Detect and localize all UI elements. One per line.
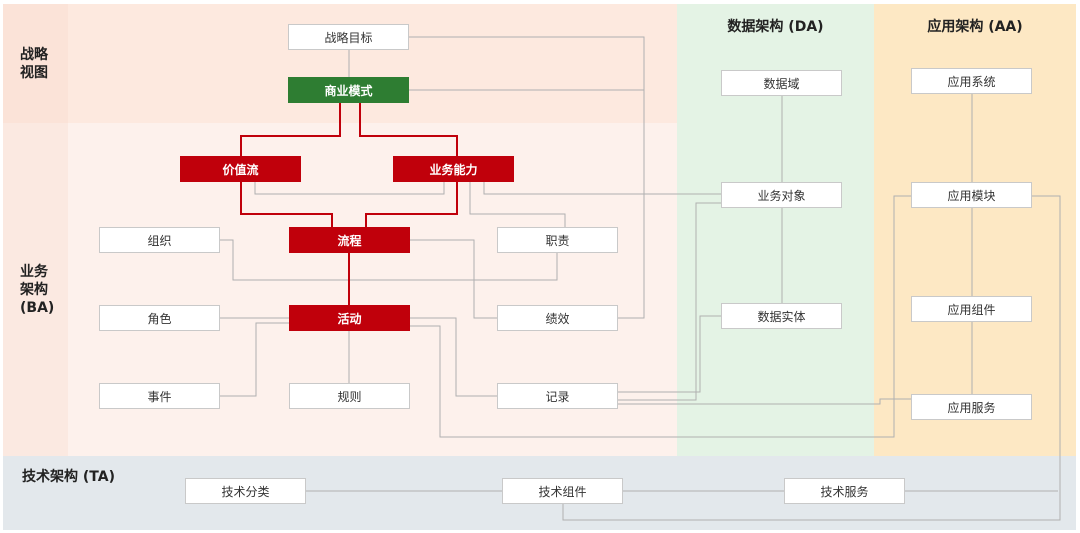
node-process: 流程 — [289, 227, 410, 253]
node-data-entity: 数据实体 — [721, 303, 842, 329]
node-business-model: 商业模式 — [288, 77, 409, 103]
node-technology-category: 技术分类 — [185, 478, 306, 504]
node-performance: 绩效 — [497, 305, 618, 331]
node-strategic-goal: 战略目标 — [288, 24, 409, 50]
node-role: 角色 — [99, 305, 220, 331]
business-label-column — [3, 123, 68, 456]
node-activity: 活动 — [289, 305, 410, 331]
node-technology-service: 技术服务 — [784, 478, 905, 504]
technology-architecture-label: 技术架构 (TA) — [22, 469, 115, 485]
node-business-capability: 业务能力 — [393, 156, 514, 182]
node-business-object: 业务对象 — [721, 182, 842, 208]
node-technology-component: 技术组件 — [502, 478, 623, 504]
node-application-service: 应用服务 — [911, 394, 1032, 420]
application-architecture-label: 应用架构 (AA) — [927, 19, 1023, 35]
node-application-module: 应用模块 — [911, 182, 1032, 208]
business-architecture-label: 业务 架构 (BA) — [20, 264, 55, 316]
node-organization: 组织 — [99, 227, 220, 253]
node-application-component: 应用组件 — [911, 296, 1032, 322]
node-record: 记录 — [497, 383, 618, 409]
strategy-label-column — [3, 4, 68, 123]
node-rule: 规则 — [289, 383, 410, 409]
strategy-view-label: 战略 视图 — [20, 47, 48, 81]
data-architecture-label: 数据架构 (DA) — [727, 19, 824, 35]
node-event: 事件 — [99, 383, 220, 409]
node-data-domain: 数据域 — [721, 70, 842, 96]
node-application-system: 应用系统 — [911, 68, 1032, 94]
node-value-stream: 价值流 — [180, 156, 301, 182]
node-responsibility: 职责 — [497, 227, 618, 253]
strategy-view-region — [3, 4, 677, 123]
